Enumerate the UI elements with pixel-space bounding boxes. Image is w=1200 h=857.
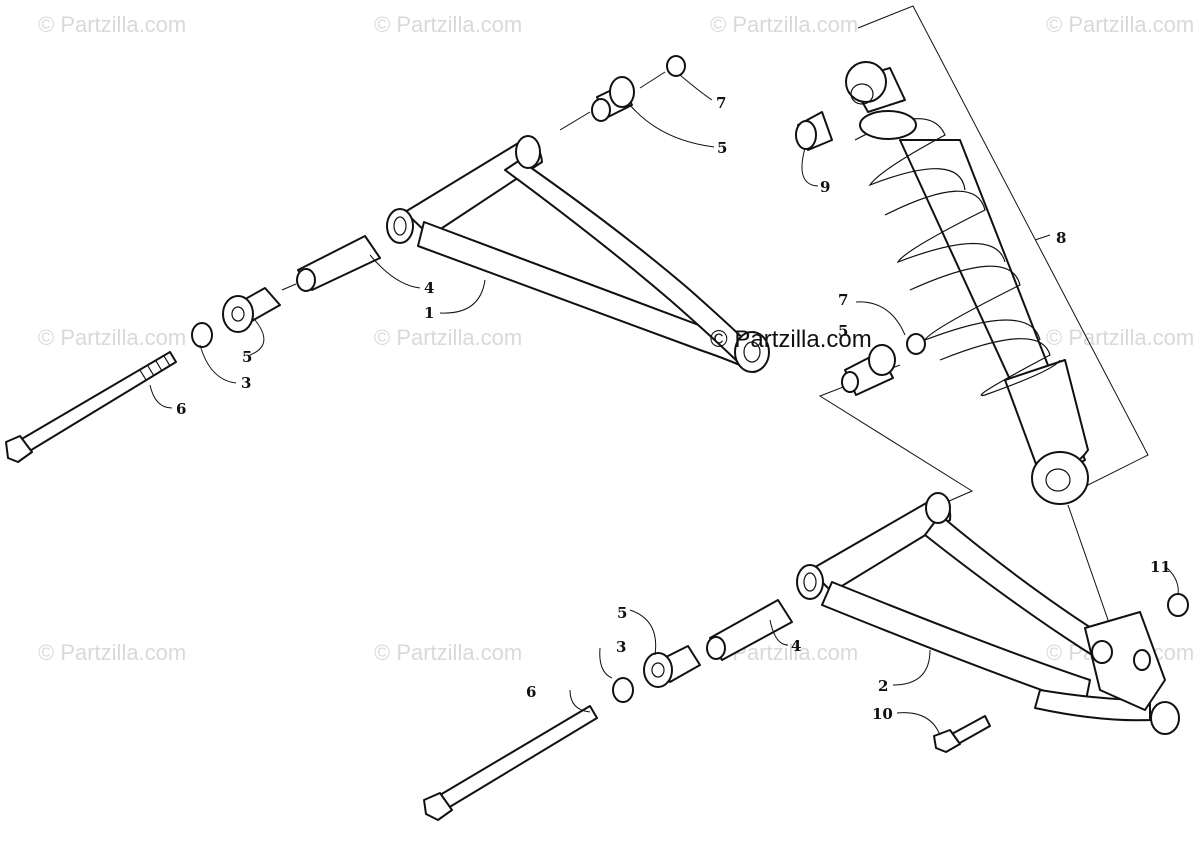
callout-leaders (149, 74, 1179, 736)
callout-6: 6 (526, 683, 536, 701)
watermark: © Partzilla.com (374, 325, 522, 350)
shock-absorber (795, 61, 1089, 505)
callout-4: 4 (791, 637, 801, 655)
watermark: © Partzilla.com (374, 640, 522, 665)
watermark-center: © Partzilla.com (710, 326, 872, 353)
callout-7: 7 (716, 94, 726, 112)
watermark: © Partzilla.com (374, 12, 522, 37)
callout-8: 8 (1056, 229, 1066, 247)
watermark: © Partzilla.com (38, 640, 186, 665)
callout-11: 11 (1150, 558, 1171, 576)
callout-1: 1 (424, 304, 434, 322)
shock-mount-hardware (841, 333, 926, 396)
coil-spring (854, 118, 1061, 397)
watermark: © Partzilla.com (1046, 325, 1194, 350)
watermark: © Partzilla.com (710, 12, 858, 37)
callout-7: 7 (838, 291, 848, 309)
watermark: © Partzilla.com (38, 12, 186, 37)
watermark: © Partzilla.com (1046, 12, 1194, 37)
callout-5: 5 (617, 604, 627, 622)
callout-2: 2 (878, 677, 888, 695)
callout-6: 6 (176, 400, 186, 418)
lower-a-arm (796, 492, 1180, 735)
callout-9: 9 (820, 178, 830, 196)
watermark-layer: © Partzilla.com © Partzilla.com © Partzi… (38, 12, 1194, 665)
upper-hardware (5, 55, 686, 463)
callout-5: 5 (838, 322, 848, 340)
upper-a-arm (386, 135, 770, 373)
callout-3: 3 (616, 638, 626, 656)
watermark: © Partzilla.com (38, 325, 186, 350)
callout-3: 3 (241, 374, 251, 392)
callout-5: 5 (242, 348, 252, 366)
callout-labels: 7 5 9 8 4 1 5 3 6 7 5 © Partzilla.com 11… (176, 94, 1171, 723)
callout-4: 4 (424, 279, 434, 297)
callout-5: 5 (717, 139, 727, 157)
lower-hardware (423, 593, 1189, 821)
callout-10: 10 (872, 705, 893, 723)
